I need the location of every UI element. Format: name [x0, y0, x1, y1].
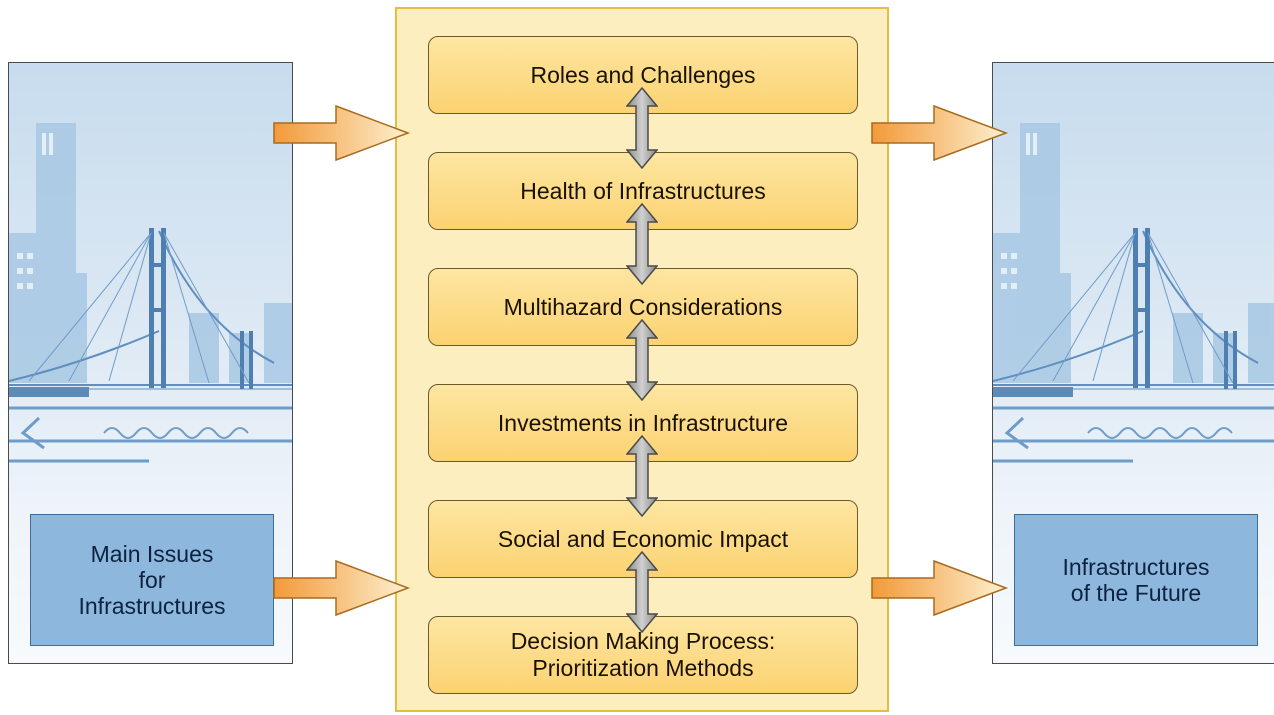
- right-arrow-icon: [871, 104, 1009, 162]
- right-arrow-icon: [273, 559, 411, 617]
- step-label: Investments in Infrastructure: [497, 409, 789, 436]
- label-line: of the Future: [1070, 580, 1202, 606]
- step-label: Multihazard Considerations: [503, 293, 783, 320]
- left-illustration-panel: Main Issues for Infrastructures: [8, 62, 293, 664]
- double-arrow-icon: [626, 551, 658, 633]
- label-line: Main Issues: [90, 541, 214, 567]
- infrastructures-future-label: Infrastructures of the Future: [1014, 514, 1258, 646]
- double-arrow-icon: [626, 203, 658, 285]
- label-line: Infrastructures: [1062, 554, 1210, 580]
- label-line: for: [138, 567, 166, 593]
- right-arrow-icon: [871, 559, 1009, 617]
- step-label: Social and Economic Impact: [497, 525, 789, 552]
- main-issues-label: Main Issues for Infrastructures: [30, 514, 274, 646]
- step-label: Decision Making Process:: [510, 628, 776, 654]
- city-skyline-illustration: [993, 123, 1274, 463]
- label-line: Infrastructures: [78, 593, 226, 619]
- right-arrow-icon: [273, 104, 411, 162]
- step-label: Prioritization Methods: [532, 655, 754, 681]
- step-label: Health of Infrastructures: [520, 177, 766, 204]
- step-label: Roles and Challenges: [530, 61, 756, 88]
- double-arrow-icon: [626, 435, 658, 517]
- city-skyline-illustration: [9, 123, 292, 463]
- double-arrow-icon: [626, 87, 658, 169]
- double-arrow-icon: [626, 319, 658, 401]
- center-process-panel: Roles and Challenges Health of Infrastru…: [395, 7, 889, 712]
- right-illustration-panel: Infrastructures of the Future: [992, 62, 1274, 664]
